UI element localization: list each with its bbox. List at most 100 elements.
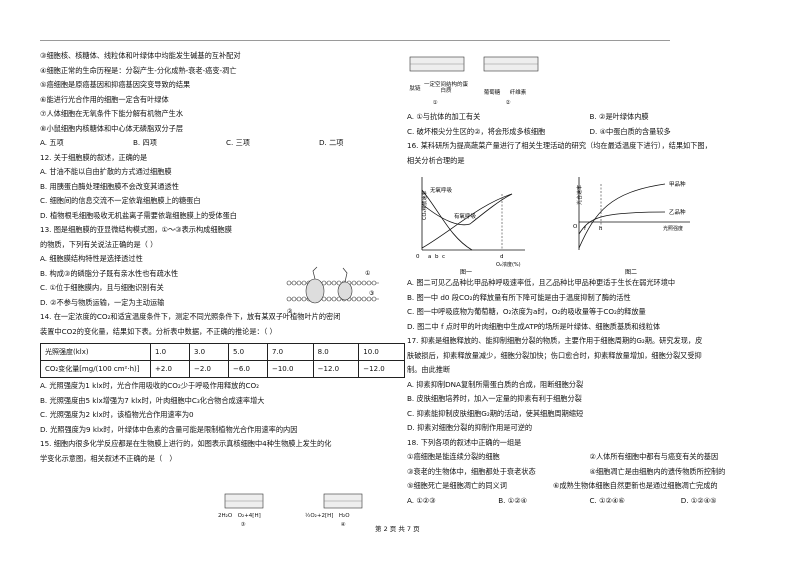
table-cell: CO₂变化量[mg/(100 cm²·h)]: [40, 360, 151, 378]
figure-2-label-cellulose: 纤维素: [509, 90, 527, 96]
q14-stem: 14. 在一定浓度的CO₂和适宜温度条件下，测定不同光照条件下，放有某双子叶植物…: [40, 312, 341, 321]
protein-icon: [305, 278, 325, 304]
left-column: ③细胞核、核糖体、线粒体和叶绿体中均能发生碱基的互补配对 ④细胞正常的生命历程是…: [40, 51, 412, 468]
q11-option-d[interactable]: D. 二项: [319, 138, 344, 147]
q17-stem: 17. 抑素是细胞释放的、能抑制细胞分裂的物质，主要作用于细胞周期的G₂期。研究…: [407, 336, 703, 345]
q18-items-row: ①癌细胞是能连续分裂的细胞 ②人体所有细胞中都有与癌变有关的基因: [407, 452, 772, 467]
species-a-curve: [578, 183, 666, 249]
q13-option-d[interactable]: D. ②不参与物质运输，一定为主动运输: [40, 297, 165, 307]
q14-option-a[interactable]: A. 光照强度为1 klx时，光合作用吸收的CO₂少于呼吸作用释放的CO₂: [40, 381, 260, 390]
q12-option-c[interactable]: C. 细胞间的信息交流不一定依靠细胞膜上的糖蛋白: [40, 196, 201, 205]
figure-1-label-peptide: 肽链: [409, 86, 421, 92]
phospholipid-head: [366, 296, 372, 302]
table-row: 光照强度(klx) 1.0 3.0 5.0 7.0 8.0 10.0: [40, 343, 405, 361]
table-row: CO₂变化量[mg/(100 cm²·h)] +2.0 −2.0 −6.0 −1…: [40, 360, 405, 378]
q16-option-b[interactable]: B. 图一中 d0 段CO₂的释放量有所下降可能是由于温度抑制了酶的活性: [407, 292, 631, 302]
phospholipid-head: [351, 296, 357, 302]
phospholipid-head: [356, 296, 362, 302]
q12-option-a[interactable]: A. 甘油不能以自由扩散的方式通过细胞膜: [40, 167, 172, 176]
q11-option-a[interactable]: A. 五项: [40, 138, 64, 147]
q18-option-d[interactable]: D. ①②④⑤: [680, 495, 717, 505]
phospholipid-head: [351, 280, 357, 286]
q13-option-c[interactable]: C. ①位于细胞膜内，且与细胞识别有关: [40, 283, 164, 292]
table-cell: 5.0: [227, 343, 268, 361]
q15-option-b[interactable]: B. ②是叶绿体内膜: [589, 112, 649, 121]
table-cell: 3.0: [188, 343, 229, 361]
phospholipid-head: [371, 280, 377, 286]
q17-option-d[interactable]: D. 抑素对细胞分裂的抑制作用是可逆的: [407, 423, 533, 432]
table-cell: +2.0: [150, 360, 190, 378]
phospholipid-head: [331, 280, 337, 286]
q18-option-a[interactable]: A. ①②③: [407, 495, 436, 505]
q16-option-c[interactable]: C. 图一中呼吸底物为葡萄糖，O₂浓度为a时，O₂的吸收量等于CO₂的释放量: [407, 307, 646, 316]
membrane-3-label: 2H₂O O₂+4[H]: [218, 513, 261, 519]
q13-option-a[interactable]: A. 细胞膜结构特性是选择透过性: [40, 254, 143, 263]
membrane-figure-1: [409, 56, 465, 72]
q18-option-c[interactable]: C. ①②④⑥: [589, 495, 625, 505]
table-cell: −2.0: [188, 360, 229, 378]
chart1-series-1: 无氧呼吸: [430, 186, 453, 194]
table-cell: 1.0: [150, 343, 190, 361]
q17-stem-2: 肤破损后，抑素释放量减少，细胞分裂加快；伤口愈合时，抑素释放量增加，细胞分裂又受…: [407, 350, 702, 360]
q17-option-b[interactable]: B. 皮肤细胞培养时，加入一定量的抑素有利于细胞分裂: [407, 394, 582, 403]
q13-option-b[interactable]: B. 构成③的磷脂分子既有亲水性也有疏水性: [40, 268, 179, 278]
total-curve: [421, 193, 513, 226]
chart-figure-1: CO₂释放速率 无氧呼吸 有氧呼吸 0 a b c d O₂浓度(%) 图一: [416, 177, 525, 276]
figure-1-number: ①: [432, 100, 438, 106]
statement-3: ③细胞核、核糖体、线粒体和叶绿体中均能发生碱基的互补配对: [40, 51, 241, 60]
chart1-tick: c: [442, 254, 445, 260]
q15-stem: 15. 细胞内很多化学反应都是在生物膜上进行的，如图表示真核细胞中4种生物膜上发…: [40, 439, 332, 448]
q13-stem-2: 的物质，下列有关说法正确的是（ ）: [40, 239, 158, 249]
phospholipid-head: [326, 280, 332, 286]
phospholipid-head: [286, 280, 292, 286]
right-column: A. ①与抗体的加工有关 B. ②是叶绿体内膜 C. 破坏根尖分生区的②，将会形…: [407, 112, 772, 510]
q18-item: ⑥成熟生物体细胞自然更新也是通过细胞凋亡完成的: [553, 481, 718, 490]
q14-option-b[interactable]: B. 光照强度由5 klx增强为7 klx时，叶肉细胞中C₃化合物合成速率增大: [40, 395, 265, 405]
phospholipid-head: [336, 296, 342, 302]
phospholipid-bilayer: [286, 280, 379, 302]
membrane-figure-4: [323, 493, 363, 509]
q11-option-b[interactable]: B. 四项: [133, 138, 157, 147]
glycoprotein-chain-icon: [312, 266, 348, 283]
table-cell: −12.0: [312, 360, 360, 378]
q16-option-a[interactable]: A. 图二可见乙品种比甲品种呼吸速率低，且乙品种比甲品种更适于生长在弱光环境中: [407, 278, 676, 287]
phospholipid-head: [326, 296, 332, 302]
statement-6: ⑥能进行光合作用的细胞一定含有叶绿体: [40, 94, 169, 104]
q18-item: ③衰老的生物体中，细胞都处于衰老状态: [407, 466, 536, 476]
chart2-xlabel: 光照强度: [663, 225, 683, 232]
chart1-caption: 图一: [460, 269, 472, 276]
q11-option-c[interactable]: C. 三项: [226, 138, 250, 147]
q14-option-c[interactable]: C. 光照强度为2 klx时，该植物光合作用速率为0: [40, 410, 194, 419]
q18-item: ①癌细胞是能连续分裂的细胞: [407, 452, 500, 461]
svg-text:③: ③: [369, 290, 374, 297]
q15-option-a[interactable]: A. ①与抗体的加工有关: [407, 112, 481, 121]
q18-option-b[interactable]: B. ①②④: [498, 495, 528, 505]
membrane-4-number: ④: [340, 522, 346, 528]
chart2-caption: 图二: [625, 269, 637, 276]
q15-option-c[interactable]: C. 破坏根尖分生区的②，将会形成多核细胞: [407, 126, 546, 136]
q16-option-d[interactable]: D. 图二中 f 点时甲的叶肉细胞中生成ATP的场所是叶绿体、细胞质基质和线粒体: [407, 321, 661, 331]
q15-options-row2: C. 破坏根尖分生区的②，将会形成多核细胞 D. ④中蛋白质的含量较多: [407, 127, 772, 142]
q15-option-d[interactable]: D. ④中蛋白质的含量较多: [589, 126, 671, 136]
q15-options-row1: A. ①与抗体的加工有关 B. ②是叶绿体内膜: [407, 112, 772, 127]
membrane-3-number: ③: [240, 522, 246, 528]
page-footer: 第 2 页 共 7 页: [375, 525, 420, 533]
phospholipid-head: [296, 280, 302, 286]
q12-option-d[interactable]: D. 植物根毛细胞吸收无机盐离子需要依靠细胞膜上的受体蛋白: [40, 210, 237, 220]
q14-option-d[interactable]: D. 光照强度为9 klx时，叶绿体中色素的含量可能是限制植物光合作用速率的内因: [40, 424, 298, 434]
chart1-tick: d: [500, 254, 504, 260]
table-cell: 8.0: [312, 343, 360, 361]
statement-4: ④细胞正常的生命历程是：分裂产生-分化成熟-衰老-癌变-凋亡: [40, 65, 237, 75]
phospholipid-head: [301, 296, 307, 302]
light-co2-table: 光照强度(klx) 1.0 3.0 5.0 7.0 8.0 10.0 CO₂变化…: [40, 343, 405, 378]
q12-option-b[interactable]: B. 用胰蛋白酶处理细胞膜不会改变其通透性: [40, 181, 179, 191]
q17-option-c[interactable]: C. 抑素能抑制皮肤细胞G₂期的活动，使其细胞周期缩短: [407, 408, 584, 418]
q17-option-a[interactable]: A. 抑素抑制DNA复制所需蛋白质的合成，阻断细胞分裂: [407, 379, 584, 389]
phospholipid-head: [296, 296, 302, 302]
chart2-ylabel: 光合速率: [576, 185, 583, 205]
q13-stem: 13. 图是细胞膜的亚显微结构模式图，①～③表示构成细胞膜: [40, 225, 232, 234]
membrane-figure-2: [483, 56, 539, 72]
table-cell: 7.0: [266, 343, 314, 361]
q17-stem-3: 制。由此推断: [407, 365, 451, 374]
phospholipid-head: [301, 280, 307, 286]
